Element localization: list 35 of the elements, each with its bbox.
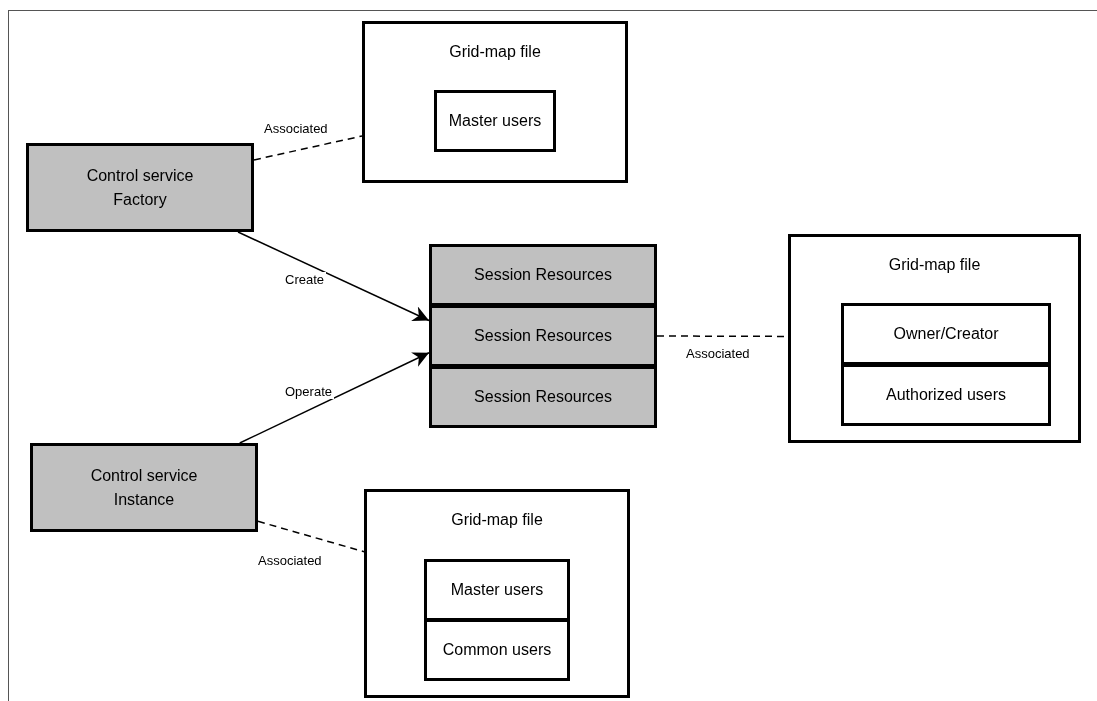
box-label: Control service Factory bbox=[85, 165, 195, 210]
edge-label: Associated bbox=[256, 553, 324, 568]
process-box bbox=[429, 366, 657, 428]
process-box bbox=[429, 244, 657, 306]
panel-title: Grid-map file bbox=[448, 42, 542, 62]
file-panel bbox=[788, 234, 1081, 443]
panel-title: Grid-map file bbox=[450, 510, 544, 530]
box-label: Master users bbox=[447, 111, 543, 131]
edge-label: Operate bbox=[283, 384, 334, 399]
process-box bbox=[424, 559, 570, 621]
box-label: Session Resources bbox=[473, 326, 613, 346]
file-panel bbox=[362, 21, 628, 183]
panel-title: Grid-map file bbox=[887, 255, 982, 275]
process-box bbox=[841, 364, 1051, 426]
box-label: Master users bbox=[449, 580, 545, 600]
box-label: Authorized users bbox=[884, 385, 1008, 405]
edge-label: Associated bbox=[262, 121, 330, 136]
process-box bbox=[841, 303, 1051, 365]
box-label: Control service Instance bbox=[89, 465, 199, 510]
box-label: Common users bbox=[441, 640, 553, 660]
box-label: Owner/Creator bbox=[892, 324, 1000, 344]
process-box bbox=[30, 443, 258, 532]
file-panel bbox=[364, 489, 630, 698]
edge-label: Create bbox=[283, 272, 327, 287]
dashed-connector bbox=[253, 135, 363, 161]
box-label: Session Resources bbox=[473, 265, 613, 285]
arrow bbox=[239, 352, 430, 444]
dashed-connector bbox=[257, 520, 365, 553]
edge-label: Associated bbox=[684, 346, 752, 361]
box-label: Session Resources bbox=[473, 387, 613, 407]
process-box bbox=[26, 143, 254, 232]
process-box bbox=[434, 90, 556, 152]
arrow bbox=[237, 231, 430, 322]
process-box bbox=[424, 619, 570, 681]
process-box bbox=[429, 305, 657, 367]
